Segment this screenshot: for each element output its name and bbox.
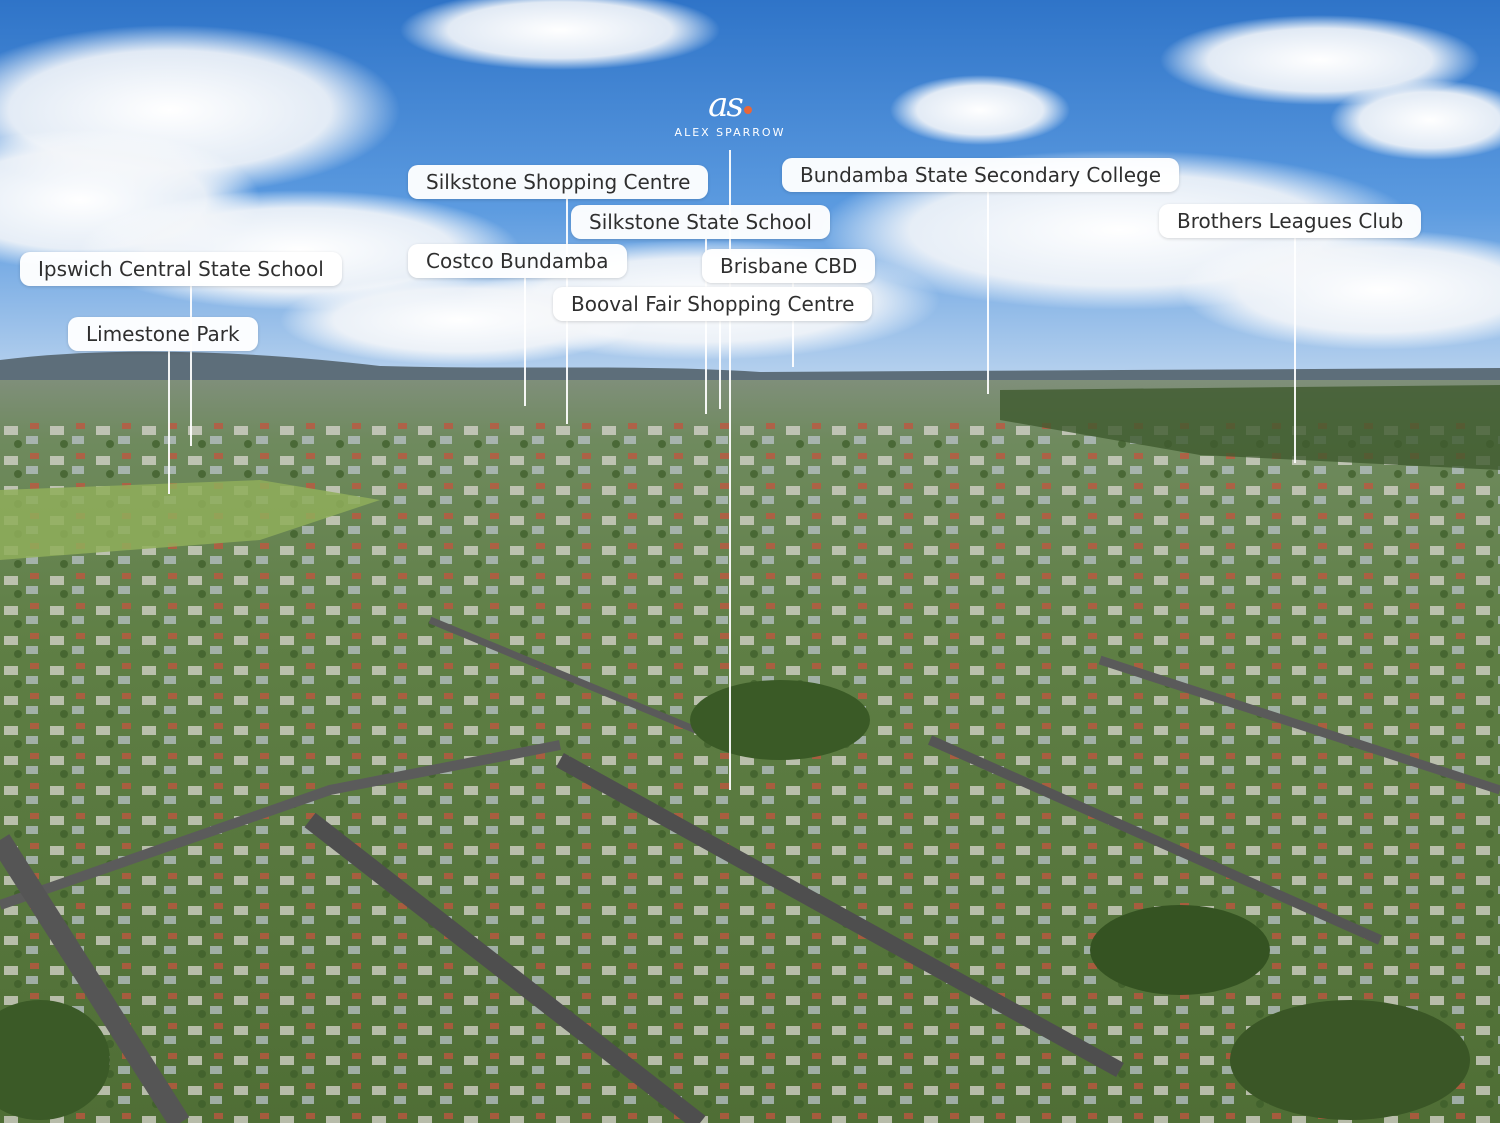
leader-line-property	[729, 150, 731, 790]
logo-wordmark: ALEX SPARROW	[674, 126, 786, 139]
leader-line-bundamba-college	[987, 192, 989, 394]
leader-line-ipswich-central	[190, 286, 192, 446]
leader-line-brothers-leagues	[1294, 238, 1296, 463]
label-brisbane-cbd: Brisbane CBD	[702, 249, 876, 283]
label-silkstone-shopping-centre: Silkstone Shopping Centre	[408, 165, 709, 199]
logo-monogram: as	[708, 85, 744, 125]
leader-line-silkstone-school	[705, 239, 707, 414]
label-brothers-leagues-club: Brothers Leagues Club	[1159, 204, 1422, 238]
logo-dot	[743, 106, 752, 114]
leader-line-booval-fair	[719, 321, 721, 409]
leader-line-brisbane-cbd	[792, 281, 794, 367]
brand-logo: as ALEX SPARROW	[640, 88, 820, 139]
label-limestone-park: Limestone Park	[68, 317, 258, 351]
leader-line-limestone-park	[168, 351, 170, 494]
label-ipswich-central-state-school: Ipswich Central State School	[20, 252, 342, 286]
label-silkstone-state-school: Silkstone State School	[571, 205, 830, 239]
label-booval-fair-shopping-centre: Booval Fair Shopping Centre	[553, 287, 873, 321]
leader-line-costco	[524, 278, 526, 406]
label-costco-bundamba: Costco Bundamba	[408, 244, 627, 278]
label-bundamba-state-secondary-college: Bundamba State Secondary College	[782, 158, 1180, 192]
